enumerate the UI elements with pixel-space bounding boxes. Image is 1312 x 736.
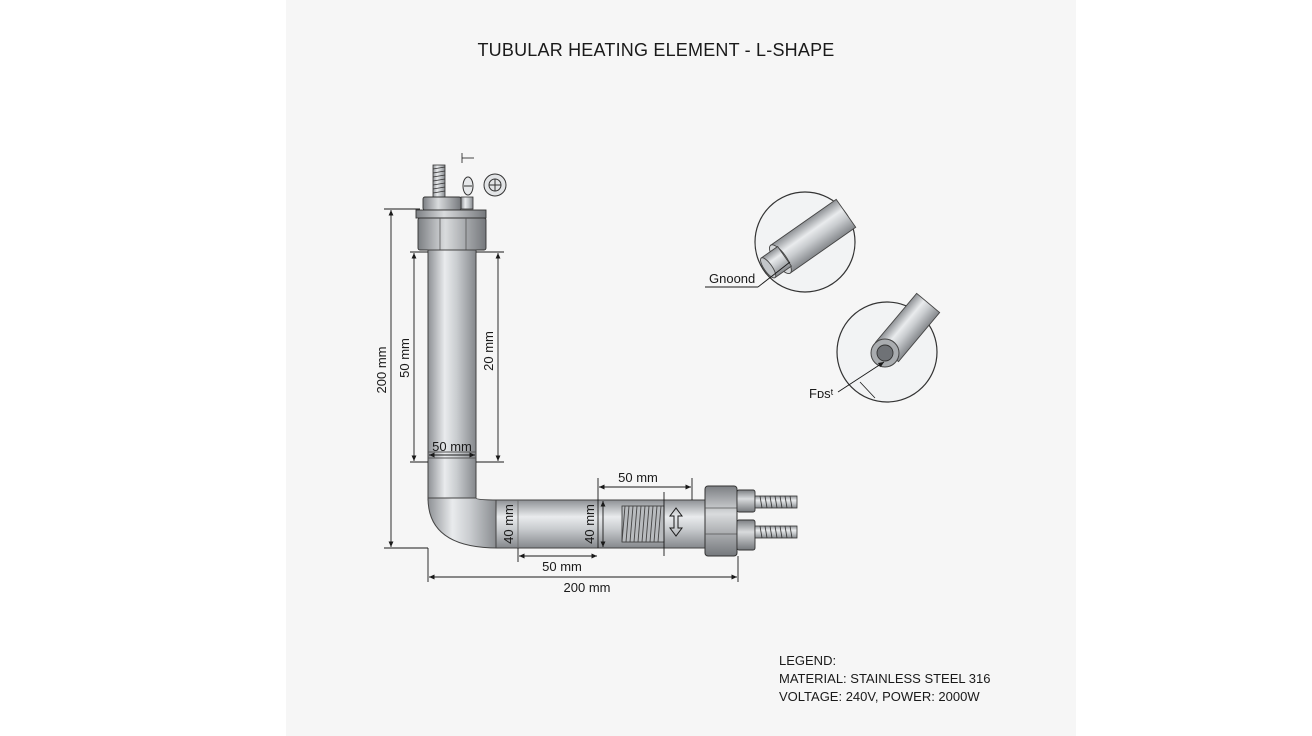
dim-tube-length: 50 mm — [397, 338, 412, 378]
heating-tube — [427, 249, 711, 549]
dimension-lines — [384, 208, 739, 582]
dim-thread-height: 40 mm — [582, 504, 597, 544]
legend-material: MATERIAL: STAINLESS STEEL 316 — [779, 671, 991, 686]
fds-detail — [836, 292, 941, 403]
dim-bend-height: 40 mm — [501, 504, 516, 544]
dim-bend-width: 50 mm — [432, 439, 472, 454]
screw-head-icon — [483, 173, 507, 197]
dim-thread-length: 50 mm — [618, 470, 658, 485]
ground-detail — [705, 191, 857, 293]
dim-horizontal-segment: 50 mm — [542, 559, 582, 574]
top-terminal — [415, 164, 487, 251]
legend: LEGEND: MATERIAL: STAINLESS STEEL 316 VO… — [779, 652, 990, 706]
dim-overall-width: 200 mm — [564, 580, 611, 595]
ground-label: Gnoond — [709, 271, 755, 286]
threaded-section — [621, 492, 683, 556]
diagram-title: TUBULAR HEATING ELEMENT - L-SHAPE — [477, 40, 835, 60]
legend-electrical: VOLTAGE: 240V, POWER: 2000W — [779, 689, 980, 704]
legend-heading: LEGEND: — [779, 653, 837, 668]
dim-inner-length: 20 mm — [481, 331, 496, 371]
fds-label: Fᴅsᵗ — [809, 386, 834, 401]
bottom-terminals — [704, 485, 798, 557]
drawing-sheet — [286, 0, 1076, 736]
dim-overall-height: 200 mm — [374, 347, 389, 394]
washer-icon — [462, 176, 474, 196]
